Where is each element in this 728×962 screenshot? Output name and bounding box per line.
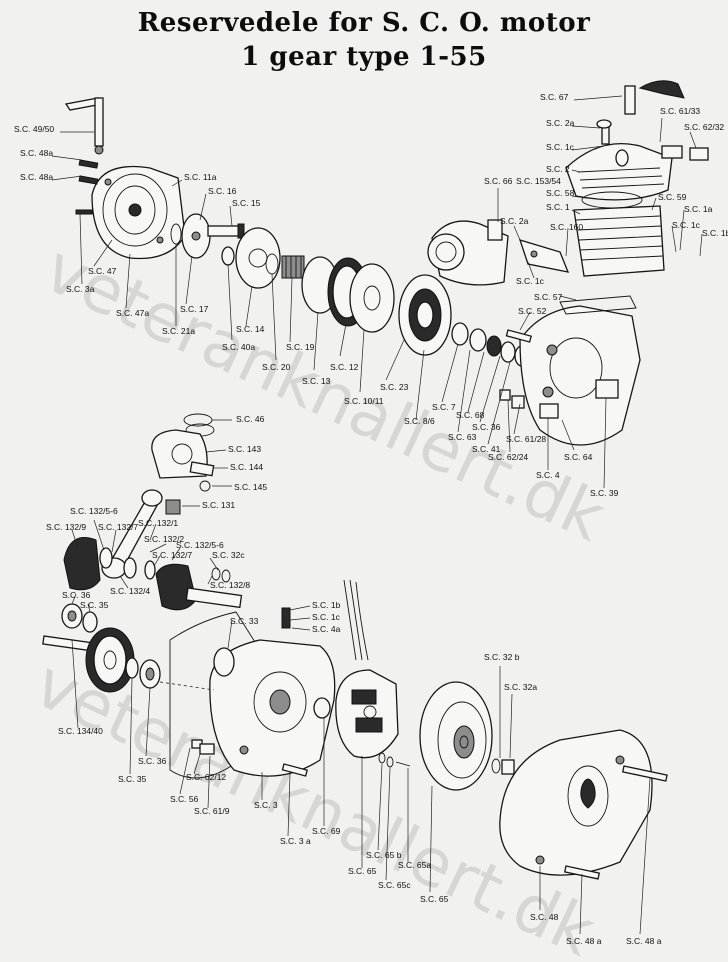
part-callout-label: S.C. 68 [456, 410, 485, 420]
part-callout-label: S.C. 132/7 [152, 550, 192, 560]
part-callout-label: S.C. 132/8 [210, 580, 250, 590]
part-callout-label: S.C. 132/4 [110, 586, 150, 596]
part-callout-label: S.C. 20 [262, 362, 291, 372]
part-callout-label: S.C. 4a [312, 624, 341, 634]
part-callout-label: S.C. 3a [66, 284, 95, 294]
part-callout-label: S.C. 132/5-6 [70, 506, 118, 516]
part-callout-label: S.C. 134/40 [58, 726, 103, 736]
part-callout-label: S.C. 33 [230, 616, 259, 626]
part-callout-label: S.C. 40a [222, 342, 255, 352]
part-callout-label: S.C. 57 [534, 292, 563, 302]
diagram-title: Reservedele for S. C. O. motor [137, 8, 591, 38]
part-callout-label: S.C. 3 a [280, 836, 311, 846]
part-callout-label: S.C. 62/32 [684, 122, 724, 132]
part-callout-label: S.C. 1b [702, 228, 728, 238]
part-callout-label: S.C. 61/33 [660, 106, 700, 116]
part-callout-label: S.C. 132/2 [144, 534, 184, 544]
part-callout-label: S.C. 131 [202, 500, 235, 510]
part-callout-label: S.C. 63 [448, 432, 477, 442]
part-callout-label: S.C. 15 [232, 198, 261, 208]
part-callout-label: S.C. 2a [546, 118, 575, 128]
lower-assembly [42, 579, 668, 880]
part-callout-label: S.C. 144 [230, 462, 263, 472]
part-callout-label: S.C. 39 [590, 488, 619, 498]
part-callout-label: S.C. 52 [518, 306, 547, 316]
diagram-subtitle: 1 gear type 1-55 [241, 42, 487, 72]
part-callout-label: S.C. 62/12 [186, 772, 226, 782]
part-callout-label: S.C. 132/7 [98, 522, 138, 532]
part-callout-label: S.C. 32 b [484, 652, 520, 662]
part-callout-label: S.C. 143 [228, 444, 261, 454]
part-callout-label: S.C. 65 b [366, 850, 402, 860]
part-callout-label: S.C. 1b [312, 600, 341, 610]
part-callout-label: S.C. 8/6 [404, 416, 435, 426]
part-callout-label: S.C. 47a [116, 308, 149, 318]
part-callout-label: S.C. 67 [540, 92, 569, 102]
part-callout-label: S.C. 47 [88, 266, 117, 276]
part-callout-label: S.C. 48 [530, 912, 559, 922]
part-callout-label: S.C. 17 [180, 304, 209, 314]
part-callout-label: S.C. 32a [504, 682, 537, 692]
part-callout-label: S.C. 23 [380, 382, 409, 392]
part-callout-label: S.C. 65c [378, 880, 411, 890]
part-callout-label: S.C. 2a [500, 216, 529, 226]
part-callout-label: S.C. 21a [162, 326, 195, 336]
part-callout-label: S.C. 11a [184, 172, 217, 182]
part-callout-label: S.C. 14 [236, 324, 265, 334]
part-callout-label: S.C. 48a [20, 172, 53, 182]
part-callout-label: S.C. 56 [170, 794, 199, 804]
part-callout-label: S.C. 65a [398, 860, 431, 870]
part-callout-label: S.C. 132/5-6 [176, 540, 224, 550]
part-callout-label: S.C. 66 [484, 176, 513, 186]
part-callout-label: S.C. 132/1 [138, 518, 178, 528]
part-callout-label: S.C. 41 [472, 444, 501, 454]
part-callout-label: S.C. 65 [420, 894, 449, 904]
part-callout-label: S.C. 61/28 [506, 434, 546, 444]
part-callout-label: S.C. 160 [550, 222, 583, 232]
leader-lines [51, 95, 703, 935]
part-callout-label: S.C. 3 [254, 800, 278, 810]
part-callout-label: S.C. 1c [546, 142, 575, 152]
part-callout-label: S.C. 35 [80, 600, 109, 610]
part-callout-label: S.C. 61/9 [194, 806, 230, 816]
piston-crankshaft-assembly [63, 413, 243, 611]
part-callout-label: S.C. 58 [546, 188, 575, 198]
part-callout-label: S.C. 7 [432, 402, 456, 412]
part-callout-label: S.C. 65 [348, 866, 377, 876]
part-callout-label: S.C. 132/9 [46, 522, 86, 532]
part-callout-label: S.C. 1a [684, 204, 713, 214]
part-callout-label: S.C. 2 [546, 164, 570, 174]
part-callout-label: S.C. 19 [286, 342, 315, 352]
part-callout-label: S.C. 48 a [566, 936, 602, 946]
part-callout-label: S.C. 145 [234, 482, 267, 492]
magneto-cover-assembly [64, 97, 530, 367]
part-callout-label: S.C. 16 [208, 186, 237, 196]
part-callout-label: S.C. 69 [312, 826, 341, 836]
part-callout-label: S.C. 35 [118, 774, 147, 784]
part-callout-label: S.C. 36 [62, 590, 91, 600]
part-callout-label: S.C. 48a [20, 148, 53, 158]
part-callout-label: S.C. 153/54 [516, 176, 561, 186]
part-callout-label: S.C. 36 [472, 422, 501, 432]
part-callout-label: S.C. 1c [672, 220, 701, 230]
part-callout-label: S.C. 59 [658, 192, 687, 202]
part-callout-label: S.C. 1c [312, 612, 341, 622]
cylinder-assembly [427, 80, 709, 446]
part-callout-label: S.C. 46 [236, 414, 265, 424]
part-callout-label: S.C. 1c [516, 276, 545, 286]
part-callout-label: S.C. 1 [546, 202, 570, 212]
part-callout-label: S.C. 32c [212, 550, 245, 560]
part-callout-label: S.C. 48 a [626, 936, 662, 946]
part-callout-label: S.C. 36 [138, 756, 167, 766]
part-callout-label: S.C. 10/11 [344, 396, 384, 406]
part-callout-label: S.C. 64 [564, 452, 593, 462]
part-callout-label: S.C. 12 [330, 362, 359, 372]
part-callout-label: S.C. 4 [536, 470, 560, 480]
part-callout-label: S.C. 13 [302, 376, 331, 386]
part-callout-label: S.C. 62/24 [488, 452, 528, 462]
part-callout-label: S.C. 49/50 [14, 124, 54, 134]
